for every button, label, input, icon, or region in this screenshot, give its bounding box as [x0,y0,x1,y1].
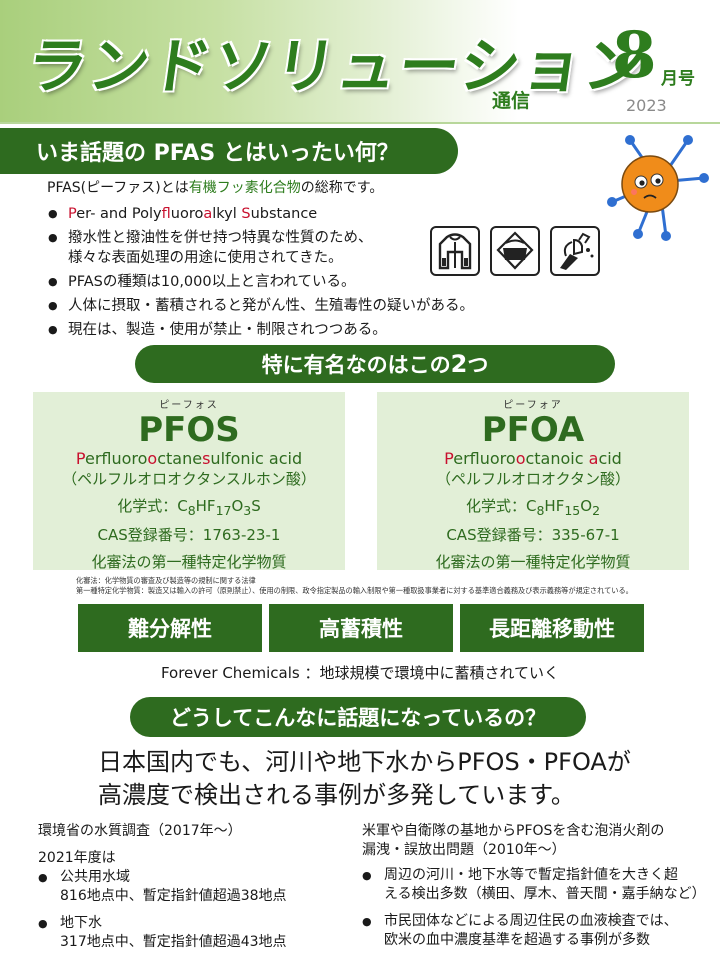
list-item: 現在は、製造・使用が禁止・制限されつつある。 [48,320,518,340]
pfoa-card: ピーフォア PFOA Perfluorooctanoic acid （ペルフルオ… [377,392,689,571]
list-item: 撥水性と撥油性を併せ持つ特異な性質のため、 様々な表面処理の用途に使用されてきた… [48,228,518,268]
issue-year: 2023 [626,96,667,115]
list-item: 公共用水域 816地点中、暫定指針値超過38地点 [38,868,358,906]
pfos-abbreviation: PFOS [138,410,240,450]
column-title-line2: 漏洩・誤放出問題（2010年～） [362,842,566,858]
fiscal-year-label: 2021年度は [38,850,116,866]
pfoa-full-name: Perfluorooctanoic acid [444,449,622,468]
pfoa-formula: 化学式：C8HF15O2 [465,497,601,518]
pfas-definition: PFAS(ピーファス)とは有機フッ素化合物の総称です。 [47,177,383,197]
fire-extinguisher-icon [550,226,600,276]
newsletter-subtitle: 通信 [492,90,531,112]
header-band [0,0,720,124]
header-divider [0,122,720,124]
pfos-law-class: 化審法の第一種特定化学物質 [91,553,287,571]
property-long-range-transport: 長距離移動性 [460,604,644,652]
list-item: 地下水 317地点中、暫定指針値超過43地点 [38,914,358,952]
substance-footnote: 第一種特定化学物質：製造又は輸入の許可（原則禁止）、使用の制限、政令指定製品の輸… [76,586,633,595]
list-item: Per- and Polyfluoroalkyl Substance [48,204,518,224]
section-heading-why-topic: どうしてこんなに話題になっているの？ [130,697,586,737]
column-title: 米軍や自衛隊の基地からPFOSを含む泡消火剤の [362,823,665,839]
pfoa-japanese-name: （ペルフルオロオクタン酸） [435,470,631,488]
list-item: 人体に摂取・蓄積されると発がん性、生殖毒性の疑いがある。 [48,296,518,316]
newsletter-title: ランドソリューション [22,32,651,102]
intro-highlight: 有機フッ素化合物 [188,180,301,196]
intro-text: PFAS(ピーファス)とは [47,180,189,196]
list-item: 周辺の河川・地下水等で暫定指針値を大きく超 える検出多数（横田、厚木、普天間・嘉… [362,866,712,904]
column-title: 環境省の水質調査（2017年～） [38,823,242,839]
law-footnote: 化審法：化学物質の審査及び製造等の規制に関する法律 [76,576,256,585]
list-item: 市民団体などによる周辺住民の血液検査では、 欧米の血中濃度基準を超過する事例が多… [362,912,712,950]
issue-month-number: 8 [612,18,657,93]
section-heading-what-is-pfas: いま話題の PFAS とはいったい何？ [0,128,458,174]
forever-chemicals-caption: Forever Chemicals ：地球規模で環境中に蓄積されていく [160,664,560,682]
detection-headline: 日本国内でも、河川や地下水からPFOS・PFOAが 高濃度で検出される事例が多発… [98,748,631,809]
pfoa-law-class: 化審法の第一種特定化学物質 [435,553,631,571]
frying-pan-icon [490,226,540,276]
list-item: PFASの種類は10,000以上と言われている。 [48,272,518,292]
property-persistent: 難分解性 [78,604,262,652]
pfos-card: ピーフォス PFOS Perfluorooctanesulfonic acid … [33,392,345,571]
pfos-japanese-name: （ペルフルオロオクタンスルホン酸） [62,470,316,488]
pfoa-cas-number: CAS登録番号：335-67-1 [446,526,620,544]
pfoa-reading: ピーフォア [503,400,563,411]
issue-month-label: 月号 [661,69,695,89]
pfos-full-name: Perfluorooctanesulfonic acid [75,449,303,468]
pfos-reading: ピーフォス [159,400,219,411]
property-bioaccumulative: 高蓄積性 [269,604,453,652]
pfos-cas-number: CAS登録番号：1763-23-1 [97,526,281,544]
pfoa-abbreviation: PFOA [481,410,585,450]
intro-suffix: の総称です。 [300,180,384,196]
pfos-formula: 化学式：C8HF17O3S [117,497,261,518]
jacket-icon [430,226,480,276]
pfas-facts-list: Per- and Polyfluoroalkyl Substance 撥水性と撥… [48,204,518,344]
pfas-mascot-icon [607,135,709,241]
moe-survey-column: 環境省の水質調査（2017年～） 2021年度は 公共用水域 816地点中、暫定… [38,822,358,952]
military-base-column: 米軍や自衛隊の基地からPFOSを含む泡消火剤の 漏洩・誤放出問題（2010年～）… [362,822,712,950]
